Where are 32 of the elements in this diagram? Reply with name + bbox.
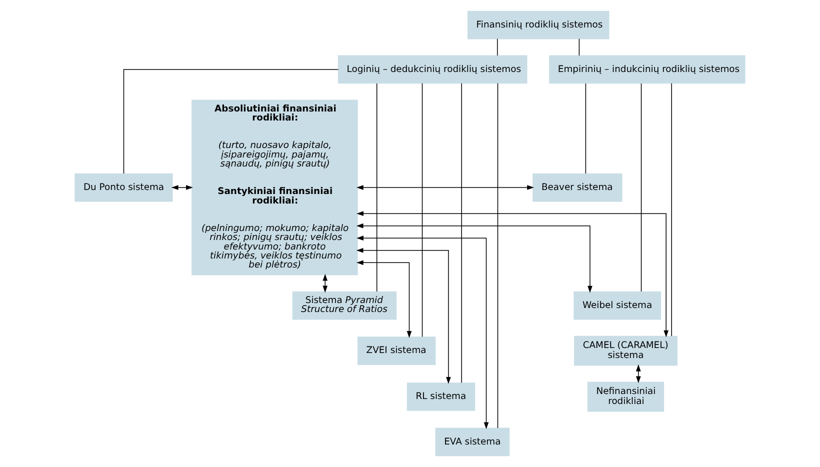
connector [497, 38, 498, 56]
connector [671, 83, 672, 336]
arrow [171, 185, 193, 190]
node-box: Du Ponto sistema [74, 173, 173, 202]
arrow [356, 185, 534, 190]
node-box: EVA sistema [435, 428, 510, 456]
arrow [356, 211, 669, 338]
arrow [356, 223, 592, 293]
node-box: CAMEL (CARAMEL) sistema [574, 336, 678, 366]
node-box: Weibel sistema [574, 291, 661, 320]
connector [461, 82, 462, 384]
node-box: Absoliutiniai finansiniai rodikliai: (turto, nuosavo kapitalo, įsipareigojimų, pajamų, sąnaudų, pinigų srautų) Santykiniai finansiniai rodikliai: (pelningumo; mokumo; kapitalo rinkos; pinigų srautų; veiklos efektyvumo; bankroto tikimybės, veiklos tęstinumo bei plėtros) [192, 100, 358, 276]
connector [123, 69, 339, 174]
node-box: Finansinių rodiklių sistemos [467, 10, 610, 40]
node-box: Loginių – dedukcinių rodiklių sistemos [338, 55, 528, 84]
connector [422, 83, 423, 338]
connector [585, 83, 586, 174]
arrow [356, 260, 412, 338]
arrow [322, 274, 328, 293]
arrow [356, 248, 451, 384]
node-box: Sistema Pyramid Structure of Ratios [292, 291, 397, 320]
node-box: Empirinių – indukcinių rodiklių sistemos [549, 55, 746, 84]
connector [578, 38, 580, 56]
connector [376, 83, 378, 292]
arrow [636, 364, 641, 384]
connector [497, 83, 498, 428]
arrow [356, 236, 489, 430]
node-box: Beaver sistema [532, 173, 622, 202]
node-box: Nefinansiniai rodikliai [587, 382, 664, 412]
node-box: ZVEI sistema [358, 336, 436, 365]
connector [640, 83, 642, 292]
node-box: RL sistema [406, 382, 476, 411]
